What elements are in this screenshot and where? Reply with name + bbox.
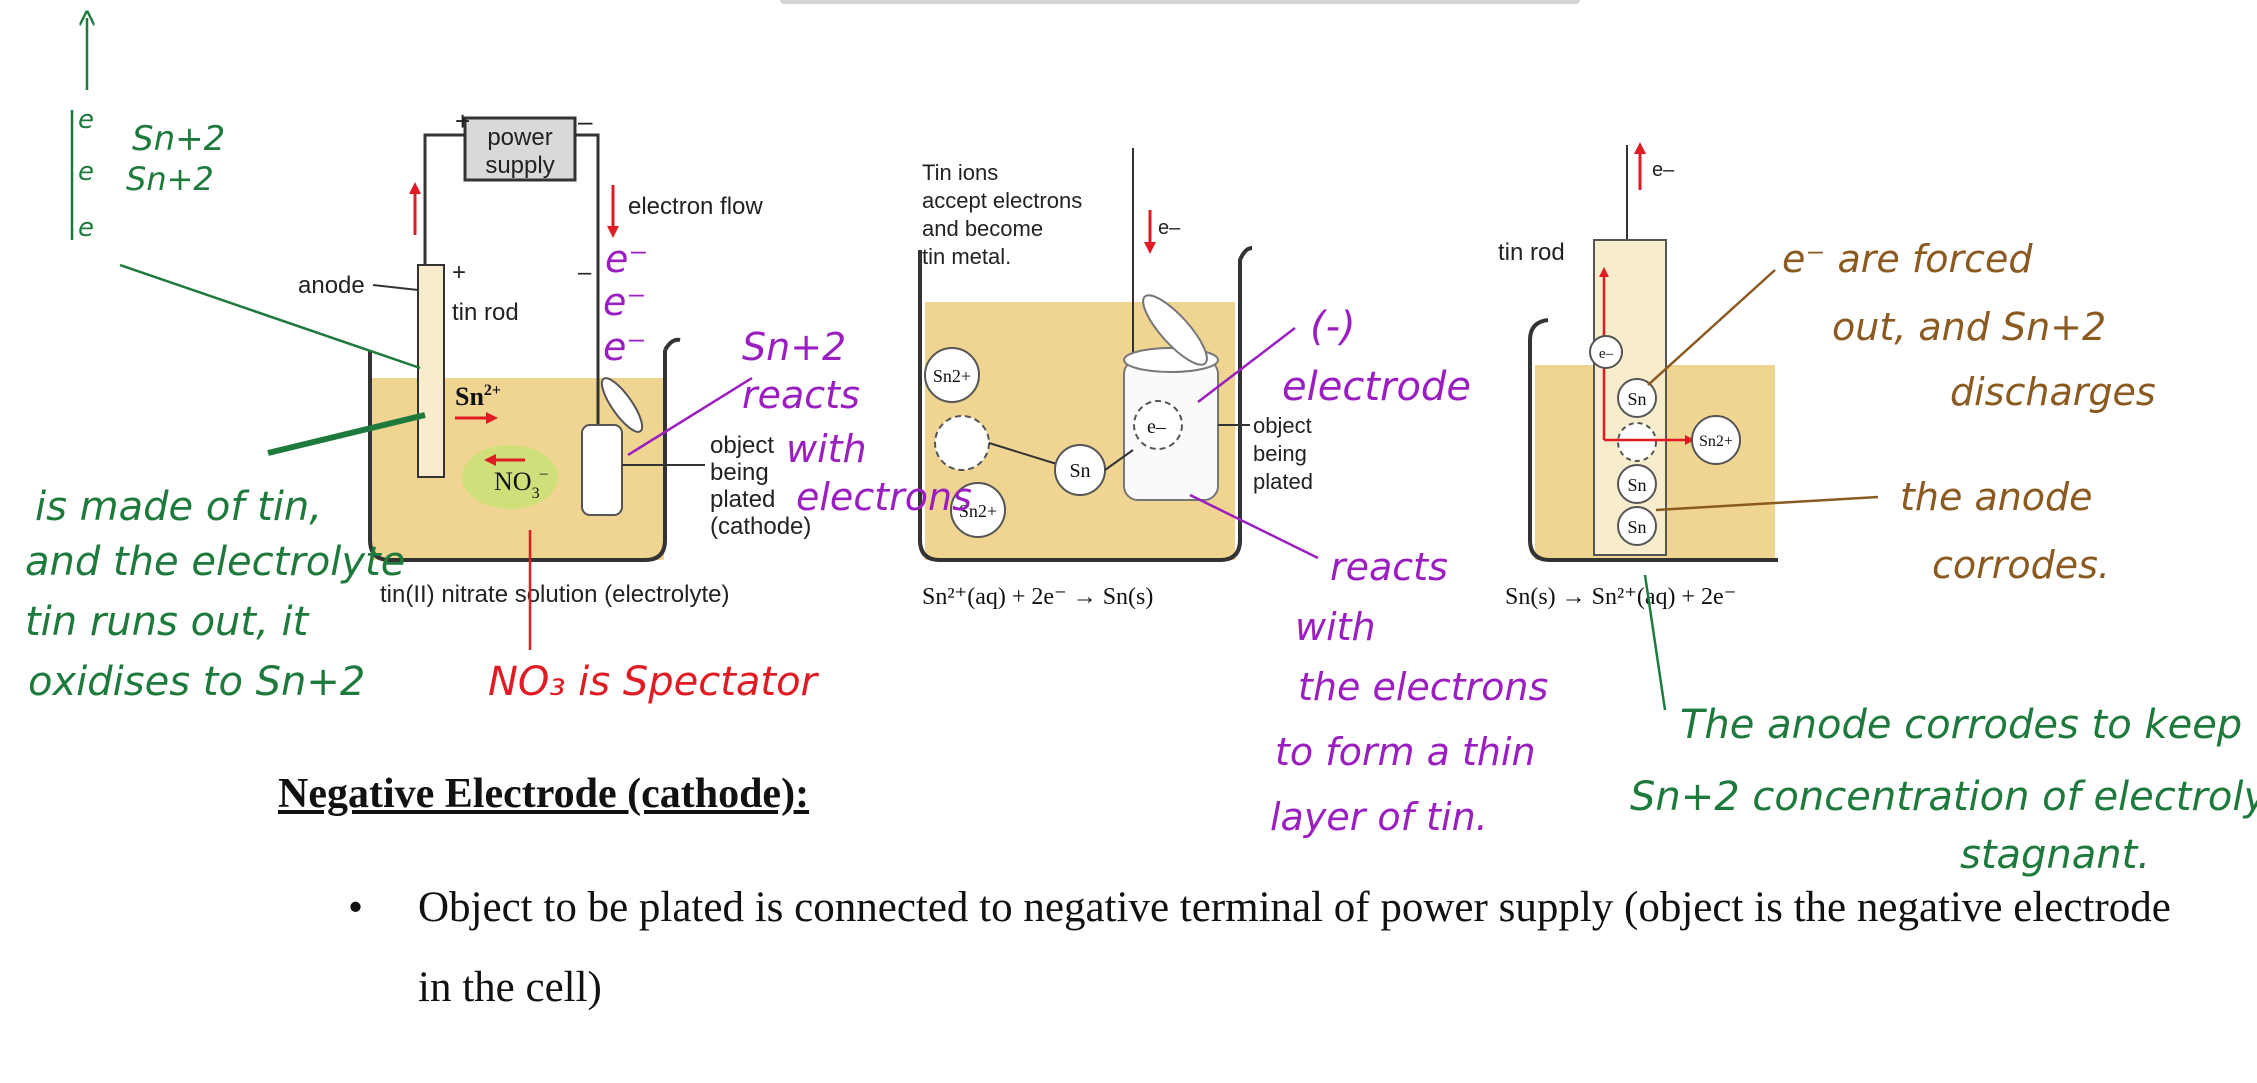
object-line-4: (cathode): [710, 513, 811, 540]
sn-ion-label: Sn2+: [455, 382, 501, 411]
supply-label: supply: [485, 152, 554, 179]
purple-reacts-4: electrons: [796, 475, 972, 519]
d3-sn-2: Sn: [1627, 475, 1646, 495]
window-top-bar: [780, 0, 1580, 4]
brown-corrodes-1: the anode: [1900, 475, 2093, 519]
diagram-cathode-detail: Tin ions accept electrons and become tin…: [918, 148, 1313, 610]
d2-caption-2: accept electrons: [922, 188, 1082, 213]
green-e-1: e: [78, 105, 94, 135]
purple-reacts-1: Sn+2: [742, 325, 846, 369]
purple-reacts-3: with: [786, 427, 867, 471]
beaker-2: [918, 246, 1253, 562]
d2-object-2: being: [1253, 441, 1307, 466]
power-label: power: [487, 124, 552, 151]
purple-reacts2-2: with: [1295, 605, 1376, 649]
d2-object-1: object: [1253, 413, 1312, 438]
d2-ion-1: Sn2+: [933, 366, 971, 386]
d3-electron-circle: e–: [1599, 346, 1614, 362]
nitrate-label: NO3–: [494, 465, 549, 502]
power-minus: –: [578, 106, 593, 136]
d2-caption-1: Tin ions: [922, 160, 998, 185]
beaker-3: [1528, 318, 1778, 562]
brown-forced-3: discharges: [1950, 370, 2156, 414]
object-line-1: object: [710, 432, 774, 459]
purple-annotations: e⁻ e⁻ e⁻ Sn+2 reacts with electrons (-) …: [603, 237, 1548, 839]
anode-label: anode: [298, 272, 365, 299]
diagram-cell-1: power supply + – electron flow + – anode…: [298, 106, 811, 608]
bullet-text: Object to be plated is connected to nega…: [418, 884, 2171, 1011]
d3-sn-3: Sn: [1627, 517, 1646, 537]
diagram-anode-detail: e– tin rod e– Sn Sn2+ Sn Sn Sn(s) → Sn²⁺…: [1498, 142, 1778, 610]
green-e-2: e: [78, 157, 94, 187]
object-line-3: plated: [710, 486, 775, 513]
brown-forced-1: e⁻ are forced: [1782, 237, 2033, 281]
tin-rod-label: tin rod: [452, 299, 519, 326]
object-line-2: being: [710, 459, 769, 486]
red-spectator: NO₃ is Spectator: [488, 659, 820, 705]
purple-electrode-1: (-): [1310, 304, 1356, 350]
green-e-3: e: [78, 213, 94, 243]
green-bottom-3: stagnant.: [1960, 832, 2150, 878]
green-tin-3: tin runs out, it: [25, 599, 310, 645]
power-plus: +: [455, 106, 470, 136]
d2-caption-3: and become: [922, 216, 1043, 241]
bullet-marker: •: [348, 884, 364, 931]
green-bottom-2: Sn+2 concentration of electrolyte: [1630, 774, 2257, 820]
d3-sn-1: Sn: [1627, 389, 1646, 409]
d2-sn: Sn: [1069, 460, 1090, 482]
rod-minus: –: [578, 259, 592, 286]
beaker-1: [368, 337, 681, 562]
purple-reacts2-1: reacts: [1330, 545, 1448, 589]
electrolyte-caption: tin(II) nitrate solution (electrolyte): [380, 581, 729, 608]
tin-rod-anode: [417, 264, 445, 478]
green-tin-4: oxidises to Sn+2: [28, 659, 365, 705]
circuit-wire-1: [423, 133, 600, 430]
electron-flow-label: electron flow: [628, 193, 763, 220]
object-can-1: [581, 424, 623, 516]
brown-annotations: e⁻ are forced out, and Sn+2 discharges t…: [1647, 237, 2156, 587]
red-annotations: NO₃ is Spectator: [488, 530, 820, 705]
green-sn-1: Sn+2: [132, 119, 225, 159]
purple-reacts-2: reacts: [742, 373, 860, 417]
purple-e-1: e⁻: [605, 237, 648, 281]
rod-plus: +: [452, 259, 466, 286]
d3-equation: Sn(s) → Sn²⁺(aq) + 2e⁻: [1505, 584, 1736, 610]
brown-corrodes-2: corrodes.: [1932, 543, 2110, 587]
d2-equation: Sn²⁺(aq) + 2e⁻ → Sn(s): [922, 584, 1153, 610]
purple-reacts2-3: the electrons: [1298, 665, 1548, 709]
purple-e-3: e⁻: [603, 325, 646, 369]
purple-e-2: e⁻: [603, 280, 646, 324]
d2-electron: e–: [1158, 217, 1181, 239]
green-tin-2: and the electrolyte: [25, 539, 405, 585]
d3-electron-top: e–: [1652, 159, 1675, 181]
power-supply-box: [463, 116, 577, 182]
d3-ion: Sn2+: [1699, 433, 1733, 450]
green-sn-2: Sn+2: [126, 160, 214, 198]
d2-can-electron: e–: [1147, 416, 1167, 438]
purple-reacts2-4: to form a thin: [1275, 730, 1536, 774]
brown-forced-2: out, and Sn+2: [1832, 305, 2106, 349]
d2-object-3: plated: [1253, 469, 1313, 494]
d3-tin-rod: tin rod: [1498, 239, 1565, 266]
d2-caption-4: tin metal.: [922, 244, 1011, 269]
green-bottom-1: The anode corrodes to keep: [1680, 702, 2242, 748]
section-heading: Negative Electrode (cathode):: [278, 771, 810, 817]
green-annotations: e Sn+2 e Sn+2 e is made of tin, and the …: [25, 18, 2257, 878]
purple-electrode-2: electrode: [1282, 364, 1471, 410]
d2-ion-2: Sn2+: [959, 501, 997, 521]
purple-reacts2-5: layer of tin.: [1270, 795, 1488, 839]
green-tin-1: is made of tin,: [35, 484, 322, 530]
